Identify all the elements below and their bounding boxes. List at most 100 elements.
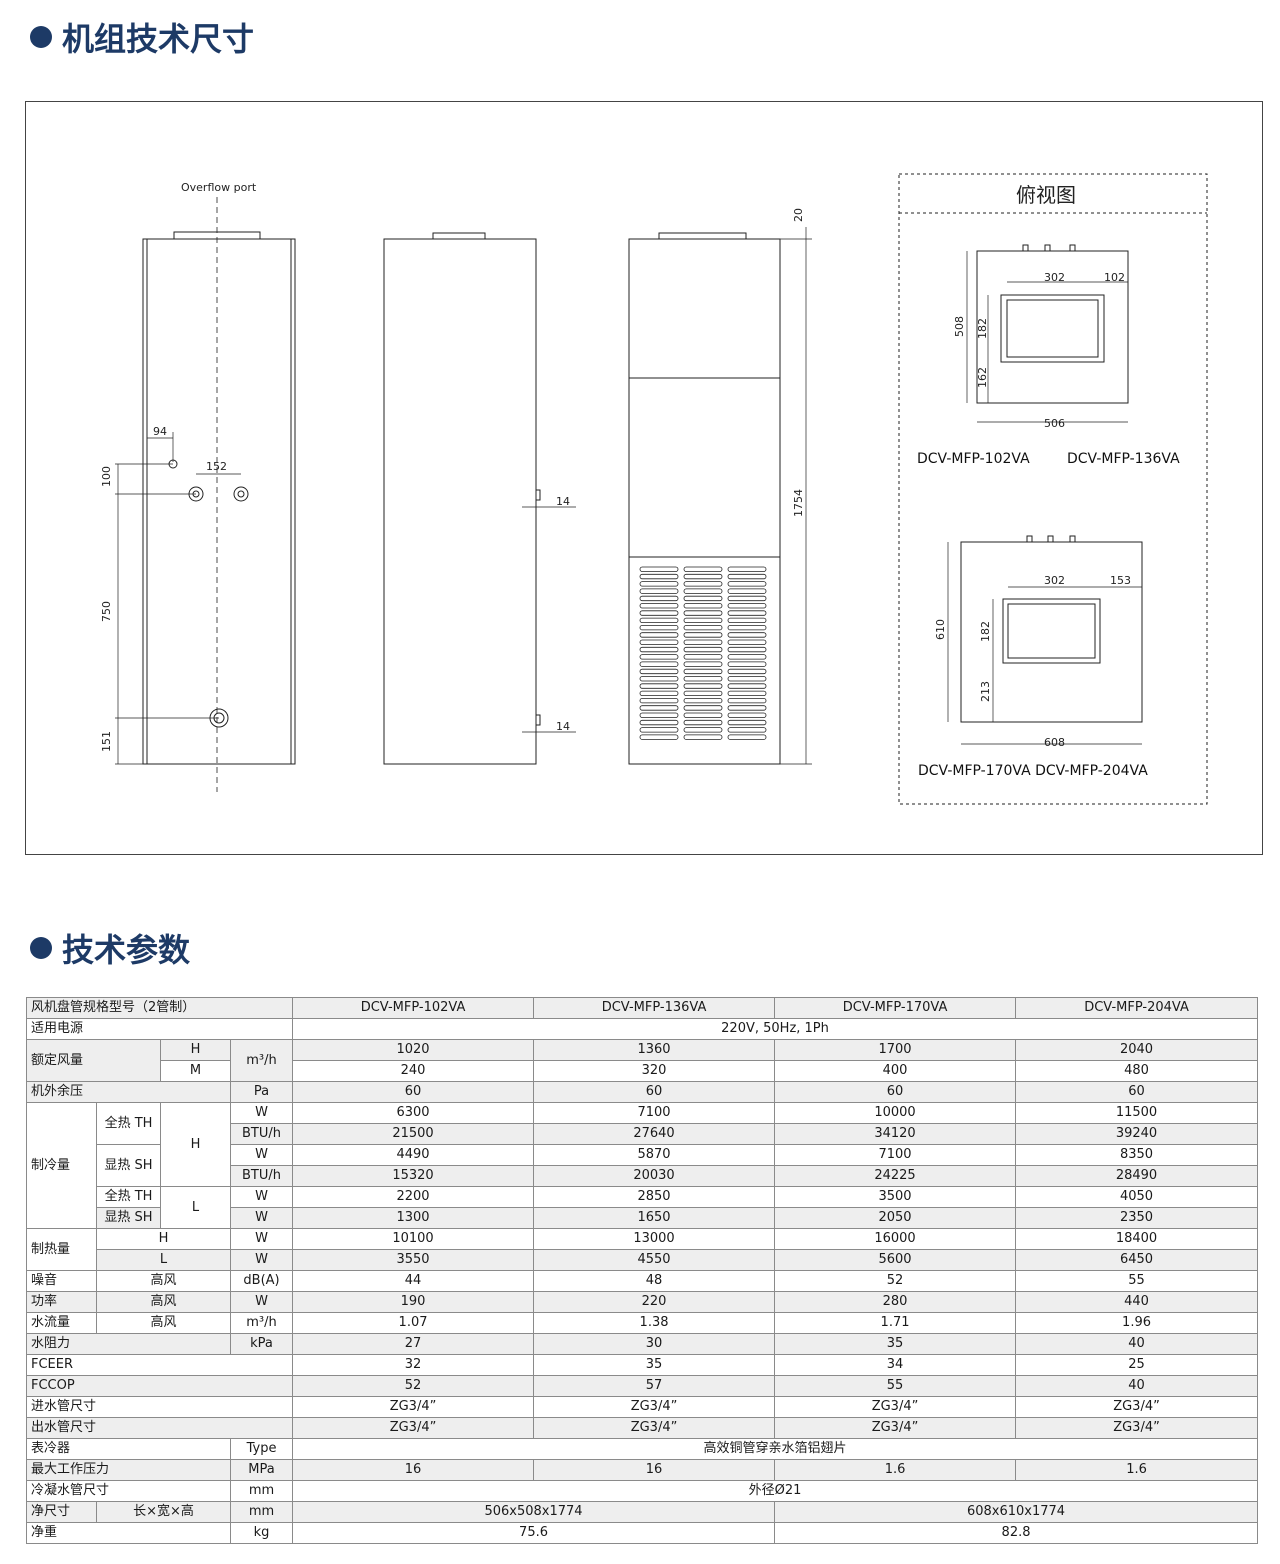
table-row: 全热 TH L W 2200 2850 3500 4050 — [27, 1186, 1259, 1229]
row-label: 机外余压 — [26, 1081, 231, 1103]
grille-slot — [683, 734, 723, 740]
top1-dim-508: 508 — [953, 316, 966, 337]
cell-value: ZG3/4” — [1015, 1396, 1259, 1418]
cell-value: 280 — [774, 1291, 1017, 1313]
cell-unit: kPa — [229, 1333, 294, 1355]
section-title-specs: 技术参数 — [30, 925, 190, 971]
cell-value: 10000 — [774, 1102, 1017, 1124]
grille-slot — [639, 734, 679, 740]
cell-value: 44 — [292, 1270, 535, 1292]
grille-slot — [727, 734, 767, 740]
grille-slot — [727, 595, 767, 602]
cell-value: 1360 — [533, 1039, 776, 1061]
cell-value: ZG3/4” — [292, 1417, 535, 1439]
table-row: FCEER 32 35 34 25 — [25, 1354, 1259, 1376]
cell-value: 27640 — [533, 1123, 776, 1145]
table-row: FCCOP 52 57 55 40 — [25, 1375, 1259, 1397]
cell-value: 57 — [533, 1375, 776, 1397]
grille-slot — [727, 588, 767, 594]
section-title-text: 机组技术尺寸 — [62, 20, 255, 58]
cell-unit: MPa — [229, 1459, 294, 1481]
cell-value: 60 — [1015, 1081, 1259, 1103]
row-label: FCEER — [25, 1354, 294, 1376]
top1-dim-302: 302 — [1044, 271, 1065, 284]
cell-value: 1700 — [774, 1039, 1017, 1061]
grille-slot — [683, 668, 723, 675]
cell-value: 240 — [292, 1060, 535, 1082]
grille-slot — [639, 661, 679, 667]
grille-slot — [639, 690, 679, 696]
grille-slot — [683, 566, 723, 572]
cell-value: 3550 — [292, 1249, 535, 1271]
grille-slot — [727, 690, 767, 696]
grille-slot — [639, 566, 679, 572]
cell-value: 4550 — [533, 1249, 776, 1271]
dim-14-lower: 14 — [556, 720, 570, 733]
cell-unit: kg — [229, 1522, 294, 1544]
cell-value: 48 — [533, 1270, 776, 1292]
cell-sub: 显热 SH — [96, 1144, 161, 1187]
grille-slot — [727, 566, 767, 572]
section-title-text: 技术参数 — [62, 931, 191, 969]
grille-slot — [639, 727, 679, 733]
top2-dim-153: 153 — [1110, 574, 1131, 587]
top2-dim-182: 182 — [979, 621, 992, 642]
grille-slot — [683, 617, 723, 623]
cell-value: 506x508x1774 — [292, 1501, 776, 1523]
table-row: 水阻力 kPa 27 30 35 40 — [26, 1333, 1259, 1355]
header-model: DCV-MFP-204VA — [1015, 997, 1259, 1019]
cell-value: 27 — [292, 1333, 535, 1355]
cell-value: 28490 — [1015, 1165, 1259, 1187]
grille-slot — [727, 603, 767, 609]
cell-value: 20030 — [533, 1165, 776, 1187]
grille-slot — [727, 625, 767, 631]
table-row: L W 3550 4550 5600 6450 — [27, 1249, 1259, 1271]
cell-unit: Pa — [229, 1081, 294, 1103]
grille-slot — [727, 683, 767, 689]
cell-value: 1.71 — [774, 1312, 1017, 1334]
grille-slot — [727, 632, 767, 638]
top2-dim-608: 608 — [1044, 736, 1065, 749]
cell-unit: m³/h — [229, 1312, 294, 1334]
row-label: 表冷器 — [26, 1438, 231, 1460]
grille-slot — [727, 617, 767, 623]
grille-slot — [683, 573, 723, 580]
cell-unit: m³/h — [229, 1039, 294, 1082]
dim-750: 750 — [100, 601, 113, 622]
cell-value: 11500 — [1015, 1102, 1259, 1124]
cell-value: 52 — [292, 1375, 535, 1397]
table-row: 噪音 高风 dB(A) 44 48 52 55 — [26, 1270, 1259, 1292]
top2-dim-213: 213 — [979, 681, 992, 702]
cell-unit: dB(A) — [229, 1270, 294, 1292]
cell-mode: 高风 — [96, 1291, 231, 1313]
grille-slot — [727, 698, 767, 704]
grille-slot — [639, 573, 679, 580]
dim-151: 151 — [100, 731, 113, 752]
top2-models: DCV-MFP-170VA DCV-MFP-204VA — [918, 763, 1148, 779]
row-label: FCCOP — [25, 1375, 294, 1397]
cell-value: 2350 — [1015, 1207, 1259, 1229]
table-row: 出水管尺寸 ZG3/4” ZG3/4” ZG3/4” ZG3/4” — [25, 1417, 1259, 1439]
grille-slot — [683, 610, 723, 616]
cell-value: 18400 — [1015, 1228, 1259, 1250]
grille-slot — [727, 719, 767, 726]
top1-dim-182: 182 — [976, 318, 989, 339]
grille-slot — [727, 581, 767, 587]
grille-slot — [639, 610, 679, 616]
row-label: 出水管尺寸 — [25, 1417, 294, 1439]
cell-value: 4050 — [1015, 1186, 1259, 1208]
row-label: 进水管尺寸 — [25, 1396, 294, 1418]
grille-slot — [727, 610, 767, 616]
cell-value: 15320 — [292, 1165, 535, 1187]
top-view-panel: 俯视图 302 102 508 182 162 506 DCV-MFP-102V… — [898, 173, 1208, 805]
grille-slot — [639, 632, 679, 638]
back-grille — [639, 566, 767, 740]
top-view-title: 俯视图 — [1016, 183, 1076, 207]
cell-mode: M — [160, 1060, 231, 1082]
cell-value: 34120 — [774, 1123, 1017, 1145]
grille-slot — [683, 690, 723, 696]
cell-value: 21500 — [292, 1123, 535, 1145]
cell-value: 60 — [533, 1081, 776, 1103]
cell-mode: H — [160, 1102, 231, 1187]
grille-slot — [727, 573, 767, 580]
